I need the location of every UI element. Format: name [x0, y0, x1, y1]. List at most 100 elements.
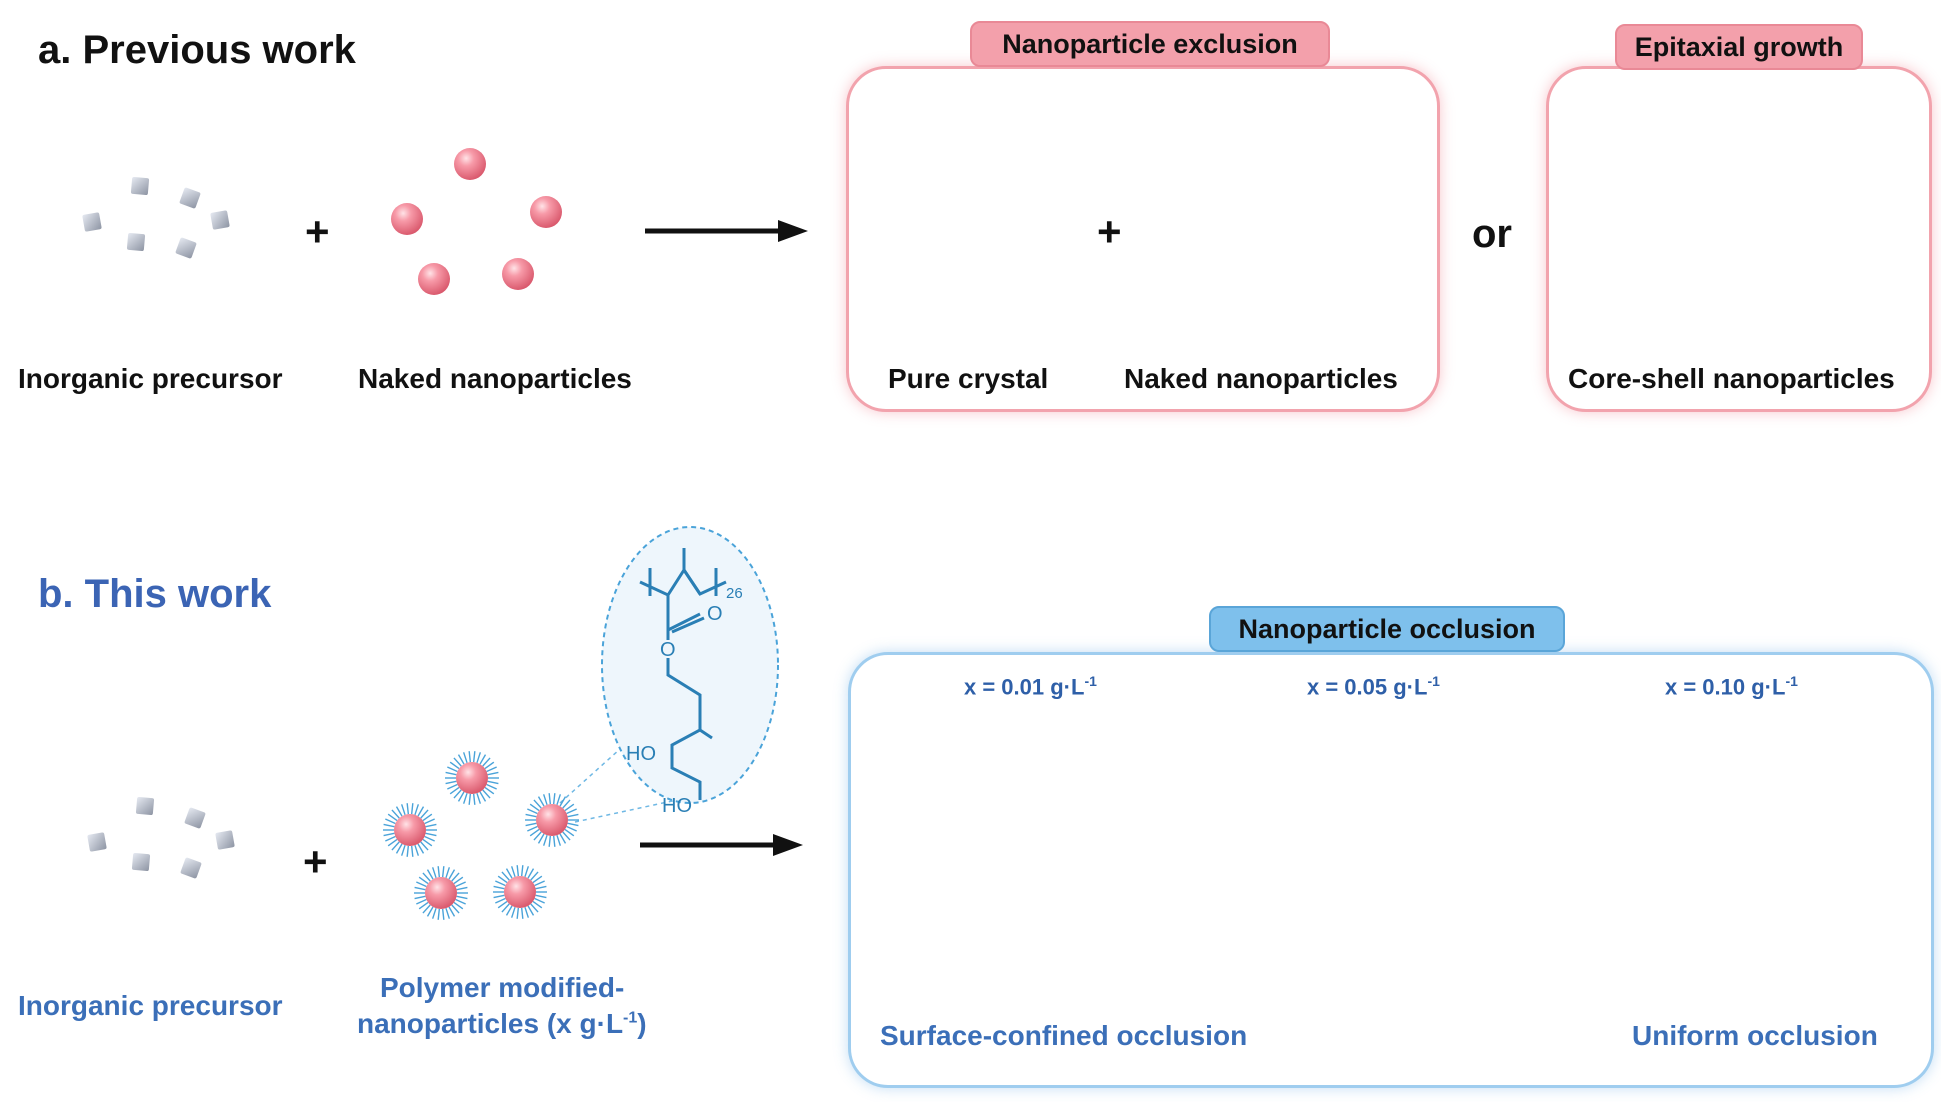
- exclusion-tag: Nanoparticle exclusion: [970, 21, 1330, 67]
- polymer-brush: [418, 876, 429, 885]
- plus-a: +: [305, 208, 330, 255]
- polymer-brush: [484, 761, 495, 770]
- polymer-brush: [422, 813, 433, 822]
- uniform-occlusion-label: Uniform occlusion: [1632, 1020, 1878, 1051]
- polymer-brush: [476, 752, 482, 763]
- polymer-brush: [456, 895, 468, 900]
- core-shell-label: Core-shell nanoparticles: [1568, 363, 1895, 394]
- precursor-a-cube: [175, 237, 197, 259]
- naked-nanoparticle: [418, 263, 450, 295]
- polymer-brush: [505, 868, 513, 879]
- reaction-arrow-b: [640, 834, 803, 856]
- polymer-brush: [532, 875, 543, 884]
- polymer-brush: [385, 835, 396, 842]
- polymer-brush: [564, 828, 575, 837]
- polymer-brush: [445, 908, 451, 919]
- naked-nanoparticle: [454, 148, 486, 180]
- exclusion-panel: [846, 66, 1440, 412]
- concentration-label-1: x = 0.01 g·L-1: [964, 673, 1097, 700]
- occlusion-panel: [848, 652, 1934, 1088]
- polymer-brush: [520, 865, 524, 877]
- concentration-sup-3: -1: [1785, 673, 1798, 689]
- polymer-brush: [542, 794, 548, 805]
- polymer-brush: [406, 845, 410, 857]
- polymer-brush: [400, 845, 406, 856]
- concentration-text-3: x = 0.10 g·L: [1665, 674, 1786, 700]
- polymer-brush: [468, 793, 472, 805]
- polymer-brush: [445, 867, 451, 878]
- polymer-brush: [383, 832, 395, 837]
- polymer-brush: [527, 808, 538, 815]
- pure-crystal-label: Pure crystal: [888, 363, 1049, 394]
- concentration-label-2: x = 0.05 g·L-1: [1307, 673, 1440, 700]
- epitaxial-panel: [1546, 66, 1932, 412]
- polymer-brush: [424, 835, 435, 842]
- polymer-brush: [453, 901, 464, 910]
- polymer-brush: [416, 881, 427, 888]
- precursor-b-cube: [184, 807, 206, 829]
- polymer-brush: [537, 833, 545, 844]
- polymer-brush: [533, 799, 542, 809]
- or-text: or: [1472, 212, 1512, 256]
- polymer-brush: [495, 897, 506, 904]
- polymer-brush: [426, 869, 434, 880]
- polymer-brush: [425, 823, 437, 828]
- polymer-brush: [479, 791, 487, 802]
- precursor-b-cube: [131, 852, 151, 872]
- polymer-brush: [556, 835, 562, 846]
- polymer-brush: [406, 803, 410, 815]
- concentration-sup-1: -1: [1084, 673, 1097, 689]
- polymer-brush: [495, 880, 506, 887]
- polymer-brush: [482, 757, 491, 767]
- polymer-brush: [476, 793, 482, 804]
- polymer-brush: [493, 885, 505, 890]
- naked-nanoparticles-label-panel: Naked nanoparticles: [1124, 363, 1398, 394]
- polymer-brush: [422, 904, 431, 914]
- polymer-brush: [445, 780, 457, 785]
- polymer-brush: [566, 825, 577, 832]
- polymer-brush: [479, 754, 487, 765]
- polymer-brush: [552, 835, 556, 847]
- polymer-brush: [453, 757, 462, 767]
- polymer-brush: [535, 894, 547, 899]
- polymer-brush: [387, 838, 398, 847]
- polymer-brush: [447, 766, 458, 773]
- polymer-label-line2: nanoparticles (x g·L-1): [357, 1008, 647, 1040]
- structure-hydroxyl-2: HO: [662, 795, 692, 817]
- polymer-brush: [395, 806, 403, 817]
- polymer-brush: [510, 907, 516, 918]
- polymer-brush: [420, 841, 429, 851]
- section-b-title: b. This work: [38, 572, 272, 616]
- polymer-brush: [487, 771, 499, 776]
- polymer-brush: [537, 796, 545, 807]
- polymer-brush: [422, 872, 431, 882]
- polymer-brush: [482, 789, 491, 799]
- polymer-brush: [441, 866, 445, 878]
- occlusion-tag: Nanoparticle occlusion: [1209, 606, 1565, 652]
- polymer-brush: [505, 905, 513, 916]
- polymer-brush: [530, 903, 539, 913]
- polymer-brush: [453, 876, 464, 885]
- polymer-brush: [527, 905, 535, 916]
- plus-panel: +: [1097, 208, 1122, 255]
- polymer-brush: [487, 780, 499, 785]
- polymer-brush: [529, 828, 540, 837]
- structure-subscript: 26: [726, 585, 743, 602]
- polymer-nanoparticle: [536, 804, 568, 836]
- structure-hydroxyl-1: HO: [626, 743, 656, 765]
- polymer-brush: [564, 803, 575, 812]
- polymer-brush: [447, 783, 458, 790]
- plus-b: +: [303, 838, 328, 885]
- polymer-brush: [417, 806, 425, 817]
- polymer-structure: [639, 548, 727, 800]
- polymer-brush: [456, 886, 468, 891]
- polymer-brush: [559, 833, 567, 844]
- precursor-b-cube: [215, 830, 235, 850]
- polymer-brush: [556, 794, 562, 805]
- precursor-b-cube: [135, 796, 155, 816]
- polymer-nanoparticle: [425, 877, 457, 909]
- polymer-brush: [516, 907, 520, 919]
- polymer-brush: [524, 866, 530, 877]
- polymer-brush: [425, 832, 437, 837]
- polymer-brush: [533, 831, 542, 841]
